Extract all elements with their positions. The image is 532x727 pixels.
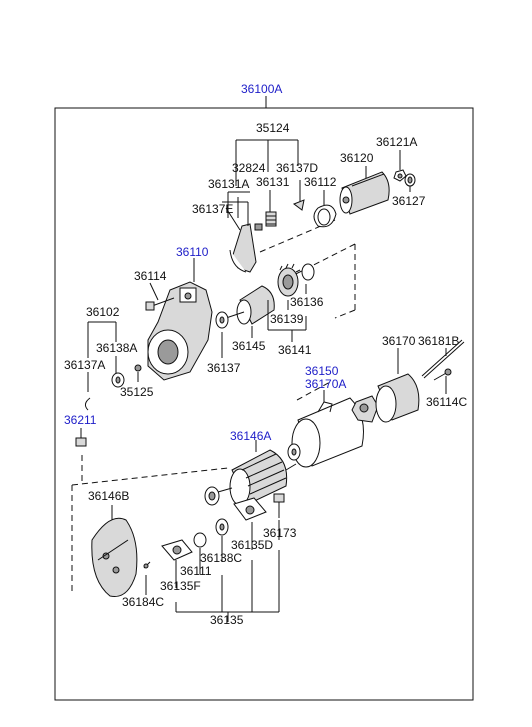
spring-36131 [265, 211, 277, 227]
label-36136: 36136 [290, 295, 324, 309]
seal-ring-36112 [313, 204, 337, 228]
label-36100A[interactable]: 36100A [241, 82, 282, 96]
washer-36127 [404, 173, 416, 187]
washer-36138C [215, 518, 229, 536]
front-housing-36110 [147, 281, 213, 381]
label-36110[interactable]: 36110 [176, 245, 209, 259]
label-36135D: 36135D [231, 538, 273, 552]
label-36138C: 36138C [200, 551, 242, 565]
label-36137D: 36137D [276, 161, 318, 175]
rear-cover-36146B [91, 517, 138, 598]
label-36170A[interactable]: 36170A [305, 377, 346, 391]
screw-36184C [143, 561, 151, 569]
nut-36121A [393, 169, 407, 182]
plunger-32824 [254, 223, 263, 231]
label-36112: 36112 [304, 175, 337, 189]
label-36137: 36137 [207, 361, 241, 375]
label-36211[interactable]: 36211 [64, 413, 97, 427]
label-36121A: 36121A [376, 135, 417, 149]
bolt-36114 [145, 297, 175, 311]
stop-ring-36137A [84, 397, 91, 411]
leader-36137E [225, 207, 241, 231]
label-36181B: 36181B [418, 334, 459, 348]
brush-holder-36170A [351, 395, 379, 423]
screw-36114C [433, 368, 452, 381]
guide-line-solenoid-axis [259, 219, 336, 253]
screw-35125 [134, 364, 142, 372]
label-36184C: 36184C [122, 595, 164, 609]
rear-bracket-36170 [375, 373, 420, 423]
label-36138A: 36138A [96, 341, 137, 355]
label-36135F: 36135F [160, 579, 201, 593]
bearing-rear [287, 443, 301, 461]
screw-36173 [273, 493, 285, 518]
overrunning-clutch-36145 [225, 285, 275, 325]
label-36102: 36102 [86, 305, 120, 319]
label-36137A: 36137A [64, 358, 105, 372]
guide-line-brush-holder [296, 381, 331, 401]
label-36141: 36141 [278, 343, 312, 357]
armature-36146A [217, 449, 297, 506]
label-32824: 32824 [232, 161, 266, 175]
label-36131A: 36131A [208, 177, 249, 191]
label-36150[interactable]: 36150 [305, 364, 339, 378]
leader-36114 [149, 282, 159, 301]
assembly-frame [54, 107, 474, 701]
label-35125: 35125 [120, 385, 154, 399]
label-36145: 36145 [232, 339, 266, 353]
label-36131: 36131 [256, 175, 290, 189]
label-36146A[interactable]: 36146A [230, 429, 271, 443]
label-36137E: 36137E [192, 202, 233, 216]
washer-36137 [215, 311, 229, 329]
solenoid-36120 [339, 171, 390, 215]
plate-36135F [161, 539, 193, 561]
guide-line-rear-cover [71, 467, 229, 595]
label-36146B: 36146B [88, 489, 129, 503]
label-36173: 36173 [263, 526, 297, 540]
through-bolt-36181B [421, 339, 465, 379]
label-36114C: 36114C [426, 395, 467, 409]
label-36139: 36139 [270, 312, 304, 326]
shift-lever-36137E [229, 223, 257, 273]
bearing-front [204, 486, 220, 506]
label-36120: 36120 [340, 151, 374, 165]
label-36114: 36114 [134, 269, 167, 283]
pinion-gear-36139 [277, 263, 301, 297]
label-36135: 36135 [210, 613, 244, 627]
clip-36137D [292, 199, 305, 211]
bushing-36138A [111, 372, 125, 388]
plate-36135D [233, 497, 267, 521]
label-35124: 35124 [256, 121, 290, 135]
washer-36111 [193, 532, 207, 548]
stop-collar-36136 [301, 263, 315, 281]
label-36111: 36111 [180, 564, 212, 578]
label-36127: 36127 [392, 194, 426, 208]
label-36170: 36170 [382, 334, 416, 348]
